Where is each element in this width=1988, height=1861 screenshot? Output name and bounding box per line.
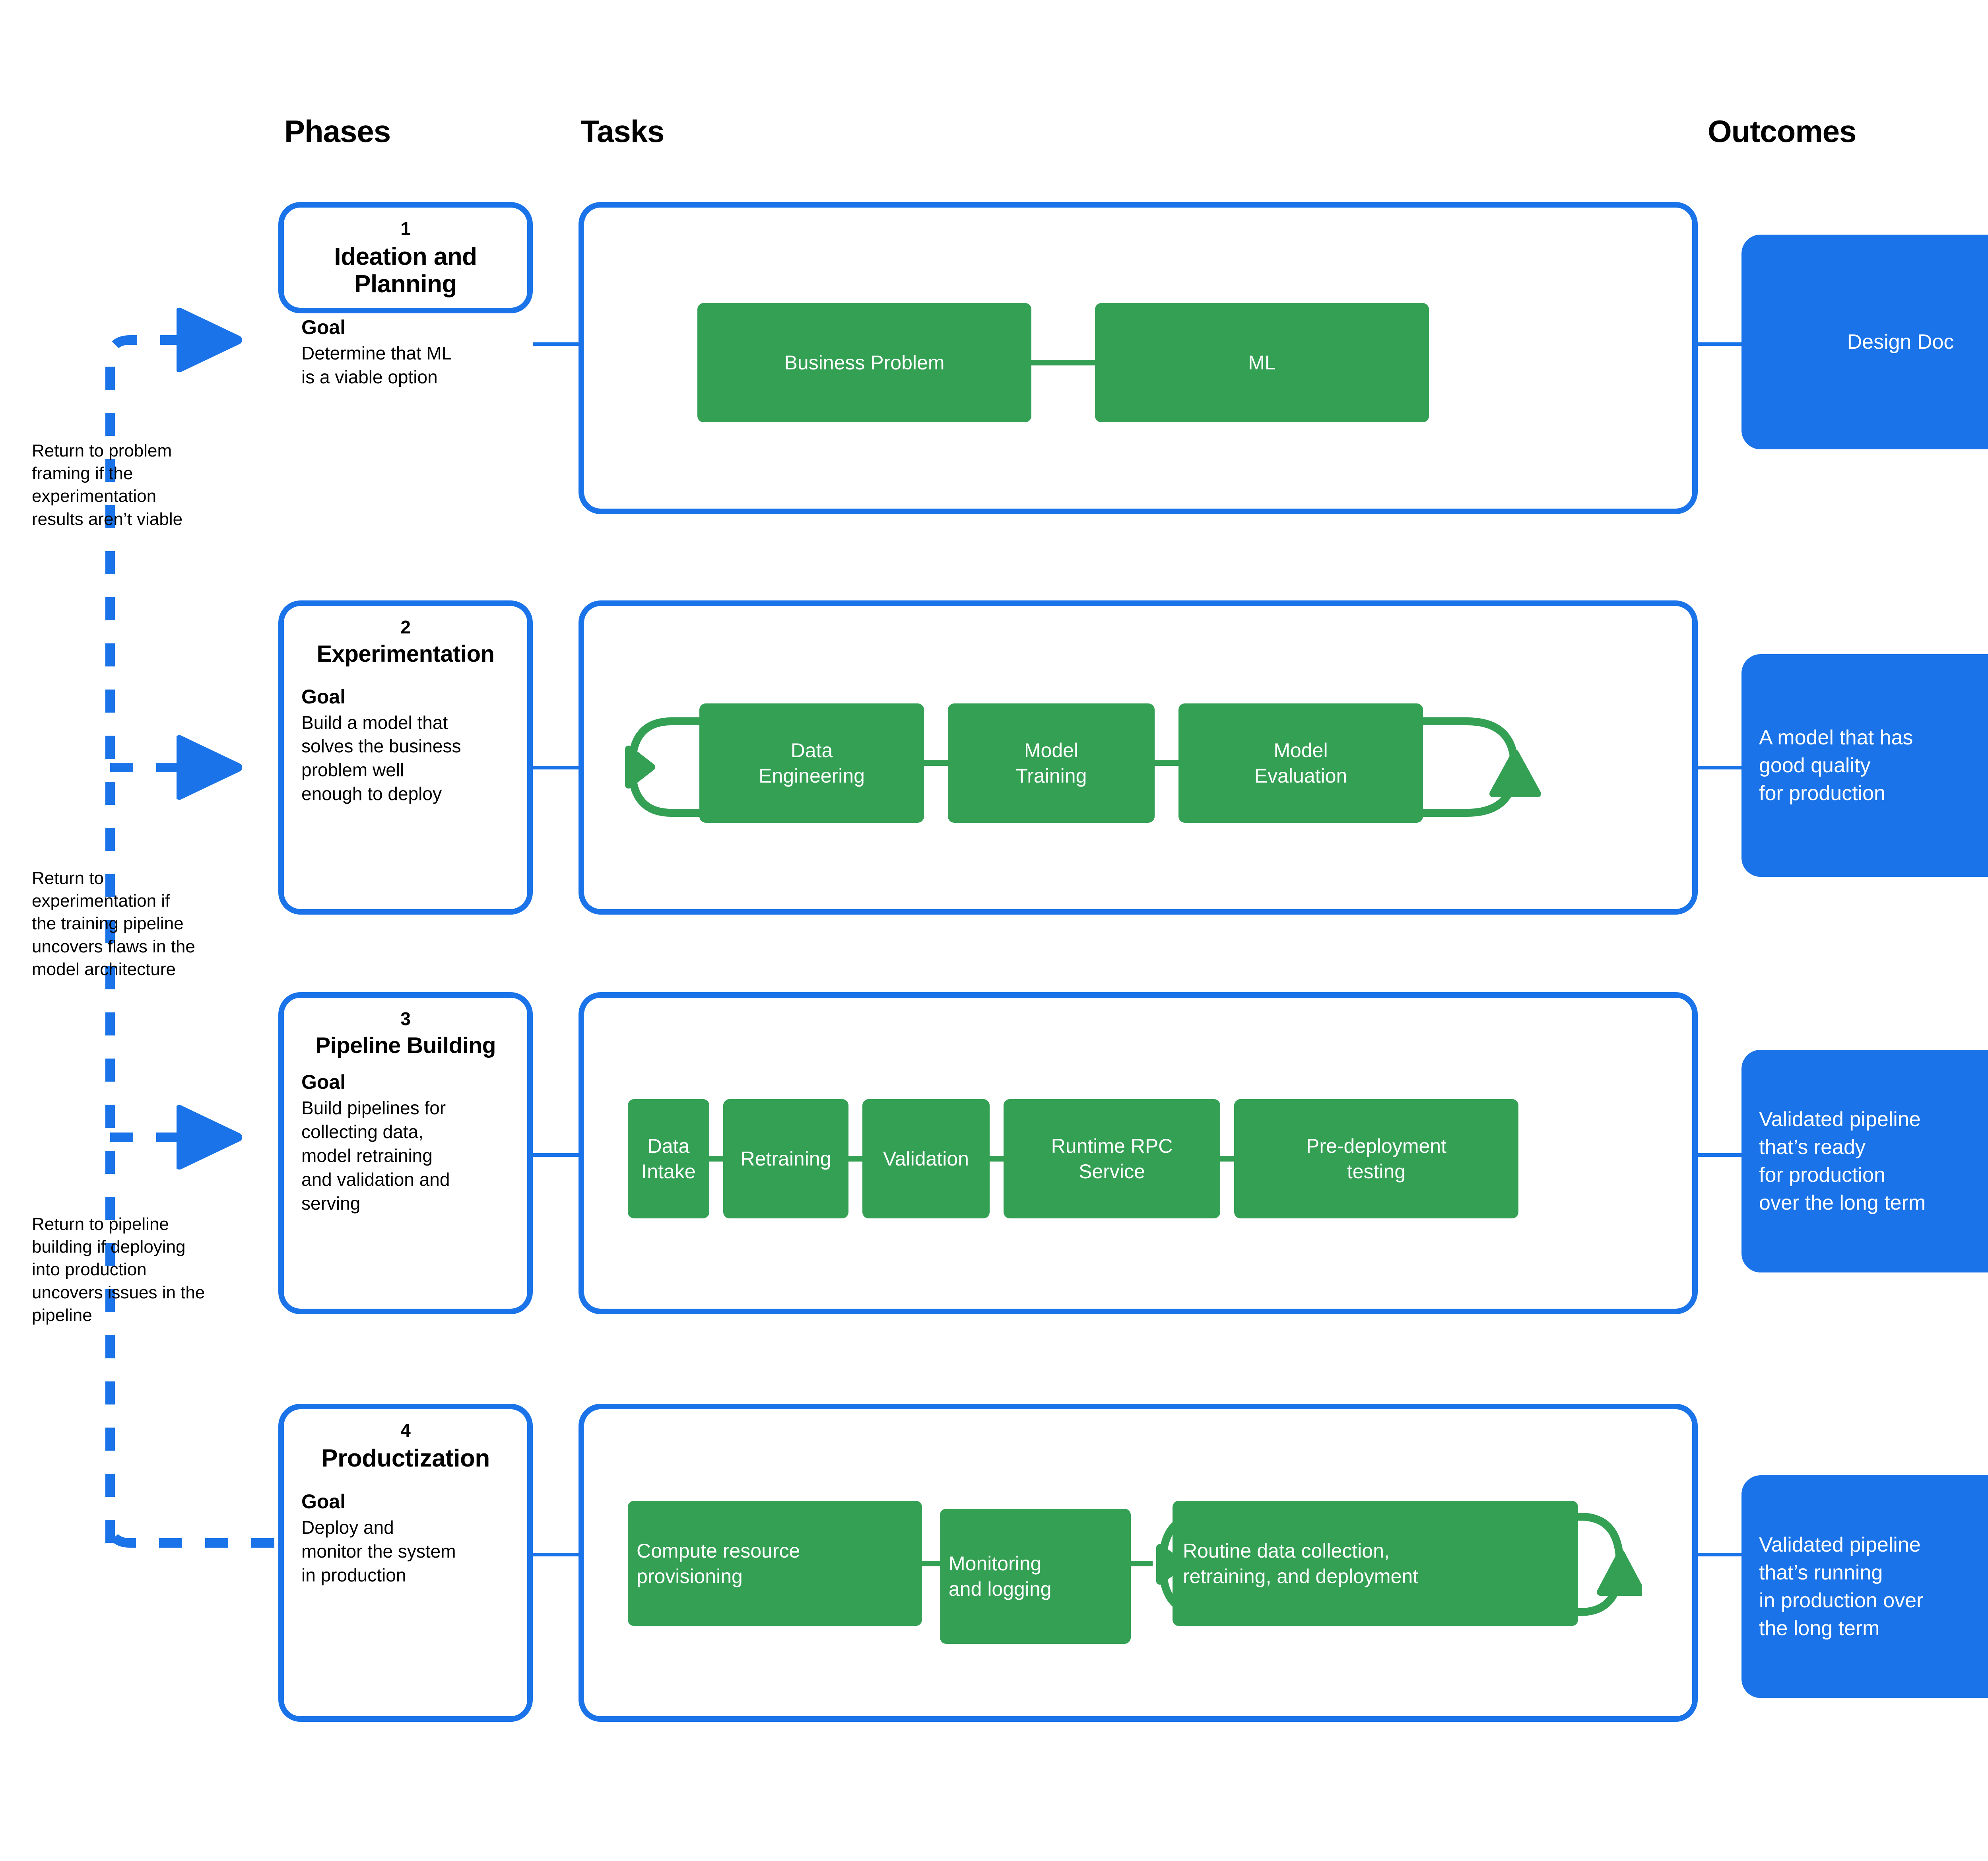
task-connector <box>990 1156 1004 1162</box>
loop-arrow-right-icon <box>1423 717 1541 817</box>
phase-card-1[interactable]: 1 Ideation and Planning Goal Determine t… <box>278 202 533 387</box>
connector-tasks3-outcome3 <box>1694 1153 1741 1157</box>
task-box[interactable]: Retraining <box>723 1099 848 1218</box>
task-box[interactable]: Business Problem <box>697 303 1031 422</box>
task-box[interactable]: Pre-deployment testing <box>1234 1099 1518 1218</box>
column-header-phases: Phases <box>284 114 391 149</box>
tasks-panel-1: Business Problem ML <box>579 202 1698 514</box>
tasks-panel-3: Data Intake Retraining Validation Runtim… <box>579 992 1698 1314</box>
connector-phase4-tasks4 <box>533 1553 582 1556</box>
connector-tasks4-outcome4 <box>1694 1553 1741 1556</box>
task-box[interactable]: Routine data collection, retraining, and… <box>1173 1501 1578 1626</box>
task-connector <box>1155 760 1178 766</box>
phase-title: Ideation and Planning <box>334 243 477 298</box>
task-box[interactable]: Compute resource provisioning <box>628 1501 922 1626</box>
column-header-tasks: Tasks <box>580 114 664 149</box>
phase-goal-label: Goal <box>301 316 346 339</box>
phase-card-3[interactable]: 3 Pipeline Building Goal Build pipelines… <box>278 992 533 1314</box>
task-box[interactable]: Monitoring and logging <box>940 1509 1131 1644</box>
feedback-arrow-from-phase-4 <box>105 1523 274 1548</box>
phase-goal-text: Build a model that solves the business p… <box>301 712 461 804</box>
task-box[interactable]: Model Training <box>948 703 1155 823</box>
phase-goal-text: Deploy and monitor the system in product… <box>301 1517 456 1585</box>
phase-title: Productization <box>321 1444 490 1472</box>
outcome-box-3[interactable]: Validated pipeline that’s ready for prod… <box>1741 1050 1988 1272</box>
task-box[interactable]: Data Engineering <box>699 703 924 823</box>
tasks-panel-4: Compute resource provisioning Monitoring… <box>579 1404 1698 1722</box>
task-box[interactable]: Validation <box>862 1099 990 1218</box>
task-connector <box>709 1156 723 1162</box>
phase-goal-label: Goal <box>301 1490 346 1513</box>
outcome-box-1[interactable]: Design Doc <box>1741 235 1988 449</box>
task-box[interactable]: Runtime RPC Service <box>1004 1099 1220 1218</box>
connector-phase2-tasks2 <box>533 766 582 769</box>
connector-phase1-tasks1 <box>533 342 582 346</box>
feedback-note-return-to-experimentation-training: Return to experimentation if the trainin… <box>32 868 195 979</box>
phase-number: 3 <box>400 1008 411 1029</box>
outcome-box-4[interactable]: Validated pipeline that’s running in pro… <box>1741 1475 1988 1698</box>
task-box[interactable]: Data Intake <box>628 1099 709 1218</box>
connector-tasks2-outcome2 <box>1694 766 1741 769</box>
phase-goal-label: Goal <box>301 685 346 708</box>
task-box[interactable]: ML <box>1095 303 1429 422</box>
task-connector <box>924 760 948 766</box>
phase-goal-text: Determine that ML is a viable option <box>301 343 452 388</box>
tasks-panel-2: Data Engineering Model Training Model Ev… <box>579 600 1698 915</box>
phase-goal-label: Goal <box>301 1071 346 1094</box>
phase-card-4[interactable]: 4 Productization Goal Deploy and monitor… <box>278 1404 533 1722</box>
task-connector <box>1220 1156 1234 1162</box>
task-box[interactable]: Model Evaluation <box>1178 703 1423 823</box>
loop-arrow-right-icon <box>1554 1513 1642 1616</box>
column-header-outcomes: Outcomes <box>1708 114 1856 149</box>
phase-card-2[interactable]: 2 Experimentation Goal Build a model tha… <box>278 600 533 915</box>
phase-title: Experimentation <box>316 641 495 667</box>
task-connector <box>922 1561 940 1566</box>
feedback-note-return-to-pipeline-building: Return to pipeline building if deploying… <box>32 1214 205 1325</box>
task-connector <box>1031 360 1095 365</box>
phase-title: Pipeline Building <box>315 1032 496 1058</box>
connector-tasks1-outcome1 <box>1694 342 1741 346</box>
phase-number: 1 <box>400 218 411 239</box>
loop-arrow-left-icon <box>625 717 711 817</box>
connector-phase3-tasks3 <box>533 1153 582 1157</box>
phase-goal-text: Build pipelines for collecting data, mod… <box>301 1098 450 1214</box>
feedback-note-return-to-problem-framing: Return to problem framing if the experim… <box>32 441 183 529</box>
phase-number: 2 <box>400 617 411 637</box>
outcome-box-2[interactable]: A model that has good quality for produc… <box>1741 654 1988 877</box>
phase-number: 4 <box>400 1420 411 1441</box>
task-connector <box>848 1156 862 1162</box>
task-connector <box>1131 1561 1153 1566</box>
